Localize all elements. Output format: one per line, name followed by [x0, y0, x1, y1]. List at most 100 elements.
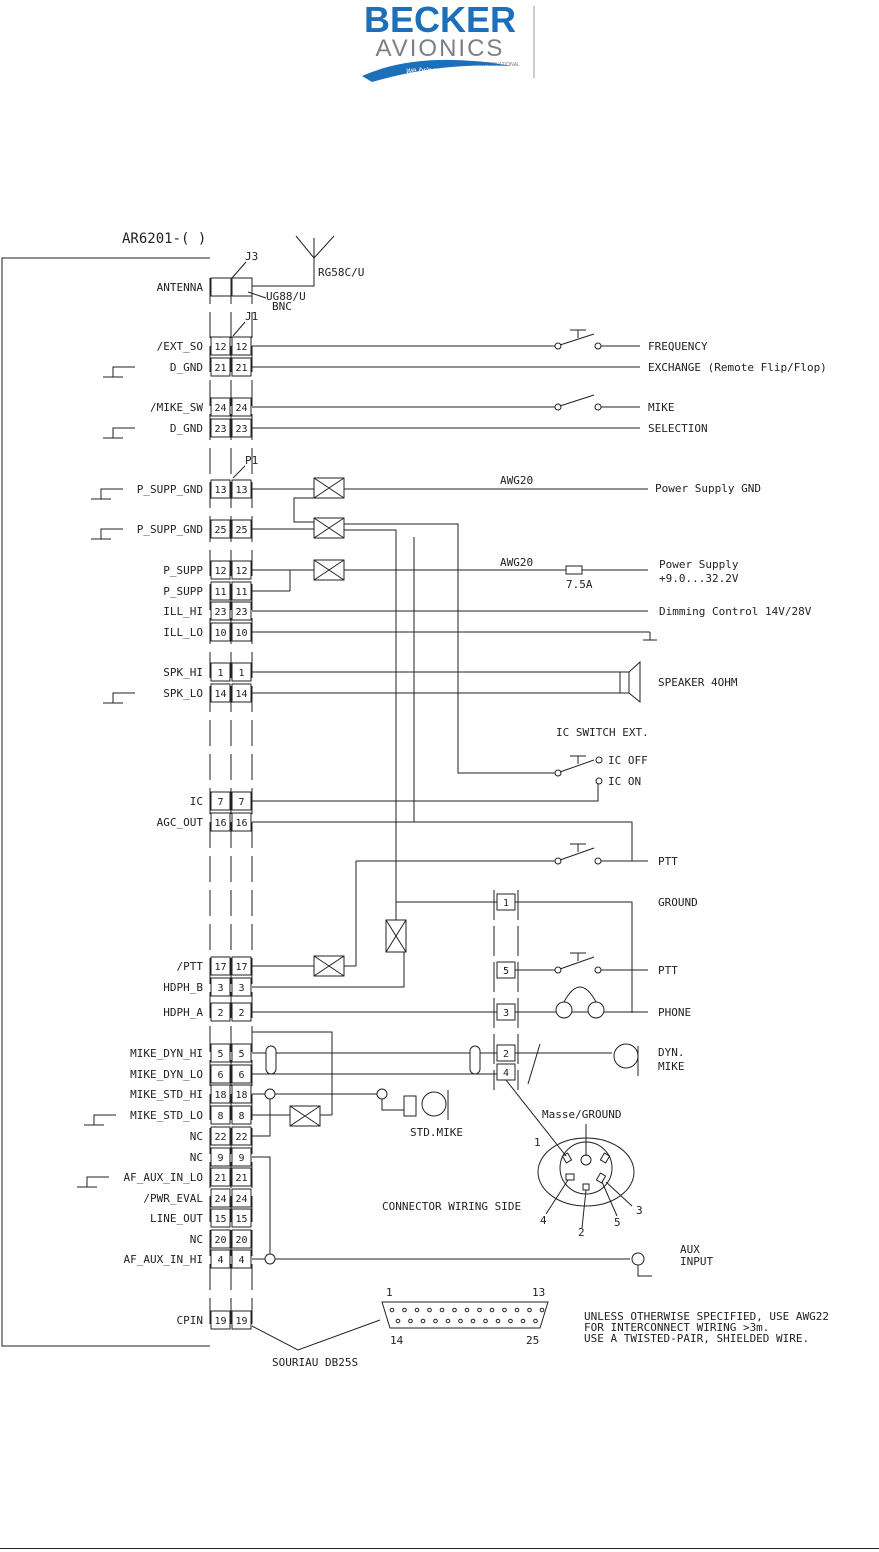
din-pin-2: 2 — [578, 1226, 585, 1239]
p1-pin-number: 21 — [214, 1173, 226, 1184]
p1-pin-cell — [231, 1249, 252, 1269]
p1-pin-number: 8 — [238, 1111, 244, 1122]
p1-pin-cell — [210, 1126, 231, 1146]
j1-pin-number: 12 — [235, 342, 247, 353]
j1-signal-label: D_GND — [170, 361, 203, 374]
label-psu-range: +9.0...32.2V — [659, 572, 739, 585]
din-pin-4: 4 — [540, 1214, 547, 1227]
ground-symbol — [100, 488, 123, 499]
p1-pin-number: 12 — [214, 566, 226, 577]
p1-pin-cell — [231, 1043, 252, 1063]
logo-becker: BECKER — [364, 0, 516, 40]
db25-pins — [389, 1307, 545, 1324]
p1-pin-number: 24 — [214, 1194, 226, 1205]
ic-switch-wiring: IC SWITCH EXT. IC OFF IC ON — [252, 726, 649, 823]
ground-symbol — [86, 1176, 109, 1187]
p1-pin-cell — [210, 1043, 231, 1063]
speaker-wiring: SPEAKER 4OHM — [252, 660, 738, 704]
p1-pin-number: 25 — [214, 525, 226, 536]
p1-pin-number: 1 — [217, 668, 223, 679]
p1-pin-number: 6 — [217, 1070, 223, 1081]
logo-slogan: we bring you home — [406, 66, 474, 75]
db25-pin-dot — [539, 1307, 545, 1313]
headset-pin-4: 4 — [503, 1068, 509, 1079]
p1-signal-label: MIKE_DYN_LO — [130, 1068, 203, 1081]
p1-pin-cell — [210, 622, 231, 642]
db-label-14: 14 — [390, 1334, 404, 1347]
db25-pin-dot — [514, 1307, 520, 1313]
db25-pin-dot — [420, 1318, 426, 1324]
p1-pin-number: 7 — [238, 797, 244, 808]
frequency-exchange-wiring: FREQUENCY EXCHANGE (Remote Flip/Flop) — [252, 329, 827, 374]
note-line-3: USE A TWISTED-PAIR, SHIELDED WIRE. — [584, 1332, 809, 1345]
ground-symbol — [112, 366, 135, 377]
din-pin-3: 3 — [636, 1204, 643, 1217]
p1-pin-number: 22 — [214, 1132, 226, 1143]
db-label-13: 13 — [532, 1286, 545, 1299]
j1-signal-label: /EXT_SO — [157, 340, 203, 353]
p1-pin-cell — [210, 1105, 231, 1125]
headset-pin-3: 3 — [503, 1008, 509, 1019]
p1-pin-number: 5 — [217, 1049, 223, 1060]
j1-pin-cell — [210, 418, 231, 438]
db25-pin-dot — [408, 1318, 413, 1324]
headset-pin-1: 1 — [503, 898, 509, 909]
j1-pin-cell — [231, 418, 252, 438]
db25-pin-dot — [495, 1318, 501, 1324]
db25-pin-dot — [458, 1318, 463, 1324]
p1-pin-cell — [231, 479, 252, 499]
p1-pin-cell — [231, 622, 252, 642]
j1-pin-number: 23 — [214, 424, 226, 435]
p1-signal-label: AGC_OUT — [157, 816, 204, 829]
db25-pin-dot — [433, 1318, 438, 1324]
p1-pin-number: 20 — [214, 1235, 226, 1246]
db25-pin-dot — [452, 1307, 457, 1313]
plug-ug88: UG88/U — [266, 290, 306, 303]
p1-pin-cell — [210, 1208, 231, 1228]
db25-pin-dot — [483, 1318, 488, 1324]
p1-pin-number: 17 — [214, 962, 226, 973]
p1-pin-cell — [231, 601, 252, 621]
p1-pin-cell — [210, 1188, 231, 1208]
p1-pin-number: 1 — [238, 668, 244, 679]
p1-signal-label: MIKE_DYN_HI — [130, 1047, 203, 1060]
p1-pin-cell — [231, 977, 252, 997]
label-selection: SELECTION — [648, 422, 708, 435]
chassis-loop — [1, 257, 210, 1347]
db25-pin-dot — [533, 1318, 538, 1324]
p1-signal-label: /PTT — [177, 960, 204, 973]
label-mike: MIKE — [648, 401, 675, 414]
p1-pin-number: 15 — [235, 1214, 247, 1225]
p1-signal-label: /PWR_EVAL — [143, 1192, 203, 1205]
label-frequency: FREQUENCY — [648, 340, 708, 353]
ground-symbol — [93, 1114, 116, 1125]
p1-pin-number: 19 — [214, 1316, 226, 1327]
p1-pin-cell — [210, 1002, 231, 1022]
antenna-label: ANTENNA — [157, 281, 204, 294]
p1-pin-number: 4 — [238, 1255, 244, 1266]
p1-pin-number: 15 — [214, 1214, 226, 1225]
p1-pin-cell — [210, 519, 231, 539]
p1-pin-cell — [231, 581, 252, 601]
label-psu: Power Supply — [659, 558, 739, 571]
db25-pin-dot — [502, 1307, 507, 1313]
ground-symbol — [112, 692, 135, 703]
p1-signal-label: P_SUPP_GND — [137, 523, 203, 536]
p1-signal-label: HDPH_A — [163, 1006, 203, 1019]
headset-pin-5: 5 — [503, 966, 509, 977]
db25-pin-dot — [489, 1307, 495, 1313]
p1-pin-cell — [210, 1249, 231, 1269]
label-ground: GROUND — [658, 896, 698, 909]
db25-pin-dot — [508, 1318, 513, 1324]
p1-pin-cell — [231, 791, 252, 811]
label-ic-off: IC OFF — [608, 754, 648, 767]
